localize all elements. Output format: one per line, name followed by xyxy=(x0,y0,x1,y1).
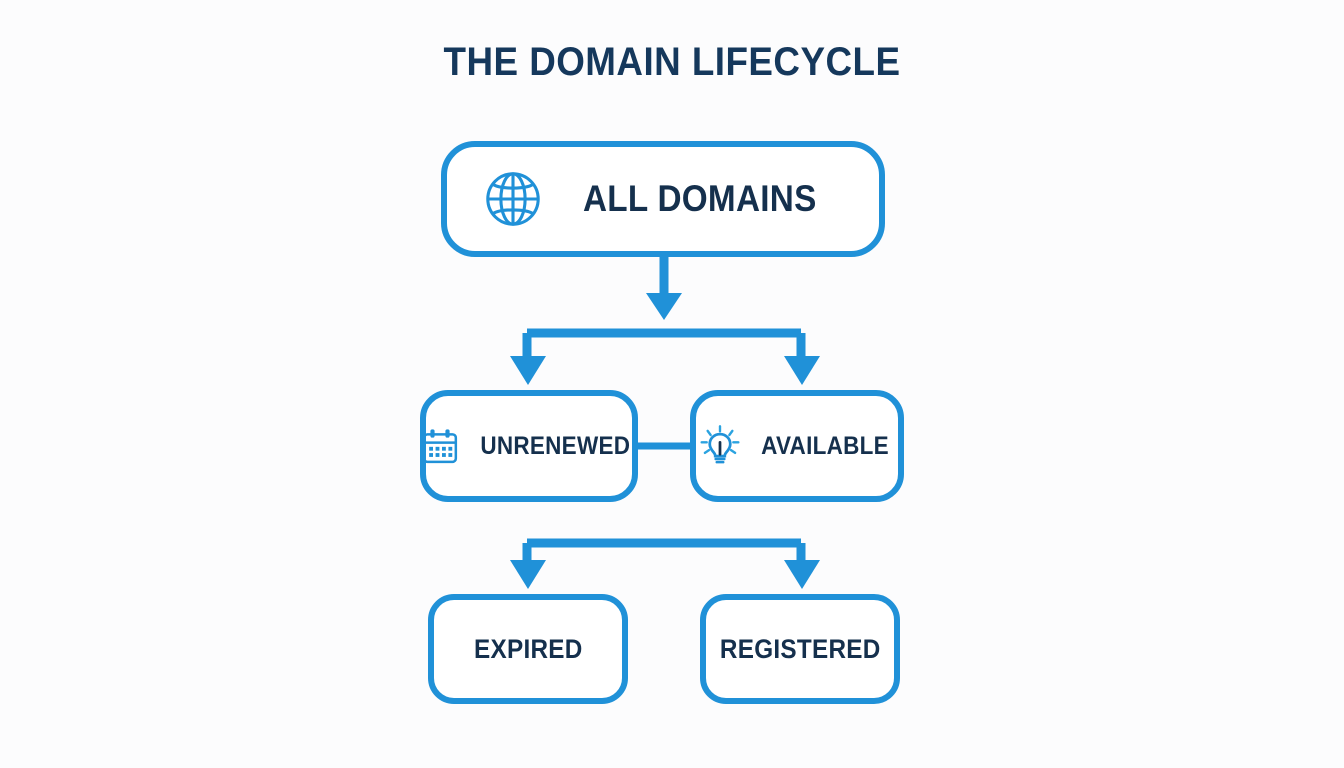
node-label-unrenewed: UNRENEWED xyxy=(480,431,630,460)
globe-icon xyxy=(482,168,544,230)
calendar-icon xyxy=(420,426,460,466)
lightbulb-icon xyxy=(698,424,742,468)
node-expired[interactable]: EXPIRED xyxy=(428,594,628,704)
connector-split-level-1 xyxy=(510,328,820,385)
node-all-domains[interactable]: ALL DOMAINS xyxy=(441,141,885,257)
node-label-all-domains: ALL DOMAINS xyxy=(583,178,817,219)
node-registered[interactable]: REGISTERED xyxy=(700,594,900,704)
node-label-expired: EXPIRED xyxy=(473,633,583,664)
page-title: THE DOMAIN LIFECYCLE xyxy=(443,40,901,84)
node-label-available: AVAILABLE xyxy=(761,431,889,460)
connector-split-level-2 xyxy=(510,538,820,589)
node-available[interactable]: AVAILABLE xyxy=(690,390,904,502)
node-unrenewed[interactable]: UNRENEWED xyxy=(420,390,638,502)
node-label-registered: REGISTERED xyxy=(719,633,881,664)
connector-all-domains-to-split xyxy=(646,257,682,320)
